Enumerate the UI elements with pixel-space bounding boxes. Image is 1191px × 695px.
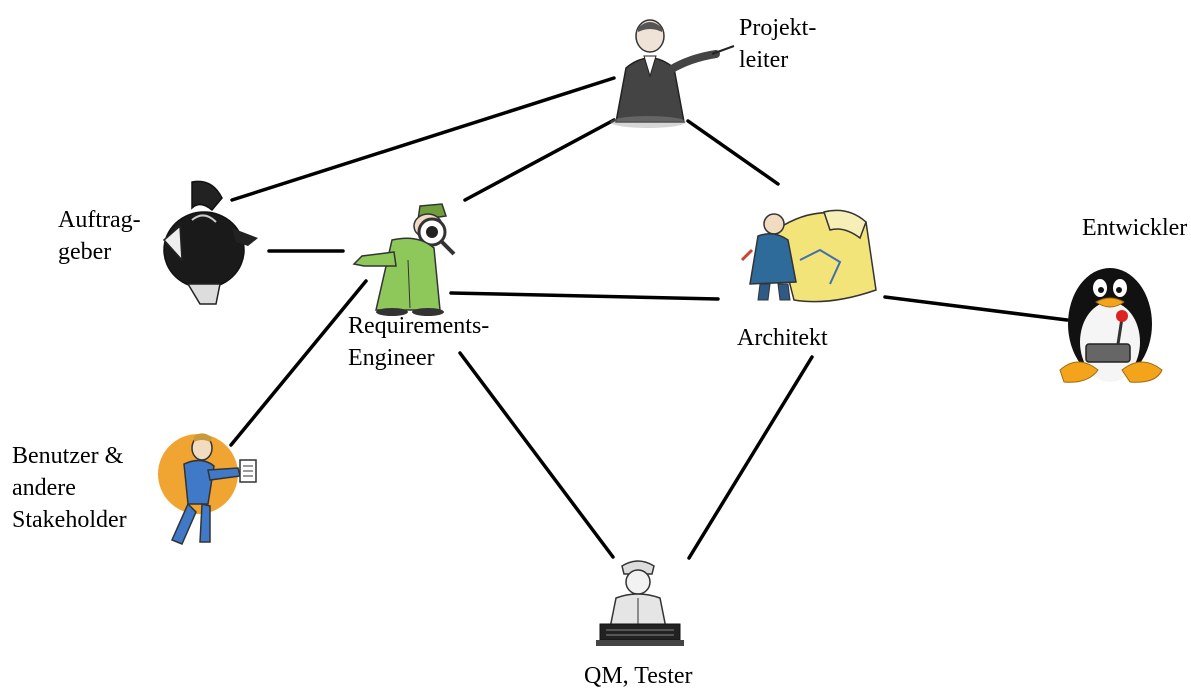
label-entwickler-text: Entwickler	[1082, 215, 1188, 241]
edge-projektleiter-architekt	[686, 119, 780, 186]
client-icon	[162, 180, 258, 305]
tester-console-icon	[596, 560, 684, 646]
user-presenting-icon	[158, 433, 257, 545]
edge-engineer-benutzer	[229, 279, 368, 447]
presenter-icon	[610, 19, 735, 128]
edge-engineer-architekt	[449, 291, 720, 301]
label-entwickler: Entwickler	[1082, 212, 1187, 244]
label-requirements-engineer-line2: Engineer	[348, 345, 435, 371]
label-auftraggeber-line2: geber	[58, 239, 112, 265]
label-benutzer-line2: andere	[12, 475, 76, 501]
edge-architekt-entwickler	[883, 295, 1069, 322]
label-projektleiter-line1: Projekt-	[739, 15, 817, 41]
label-projektleiter: Projekt- leiter	[739, 12, 816, 76]
edge-architekt-qm	[687, 355, 814, 560]
connection-lines	[229, 76, 1069, 560]
edge-projektleiter-auftraggeber	[230, 76, 616, 202]
label-architekt-text: Architekt	[737, 325, 828, 351]
penguin-joystick-icon	[1059, 268, 1163, 383]
edge-engineer-qm	[458, 351, 615, 559]
detective-magnifier-icon	[352, 203, 456, 316]
label-auftraggeber: Auftrag- geber	[58, 204, 141, 268]
label-requirements-engineer: Requirements- Engineer	[348, 310, 489, 374]
label-auftraggeber-line1: Auftrag-	[58, 207, 141, 233]
label-benutzer-line3: Stakeholder	[12, 507, 127, 533]
edge-projektleiter-engineer	[463, 118, 616, 202]
label-requirements-engineer-line1: Requirements-	[348, 313, 490, 339]
label-projektleiter-line2: leiter	[739, 47, 789, 73]
label-benutzer: Benutzer & andere Stakeholder	[12, 440, 127, 536]
label-architekt: Architekt	[737, 322, 828, 354]
architect-blueprint-icon	[740, 209, 877, 303]
label-benutzer-line1: Benutzer &	[12, 443, 124, 469]
label-qm-tester-text: QM, Tester	[584, 663, 693, 689]
label-qm-tester: QM, Tester	[584, 660, 693, 692]
